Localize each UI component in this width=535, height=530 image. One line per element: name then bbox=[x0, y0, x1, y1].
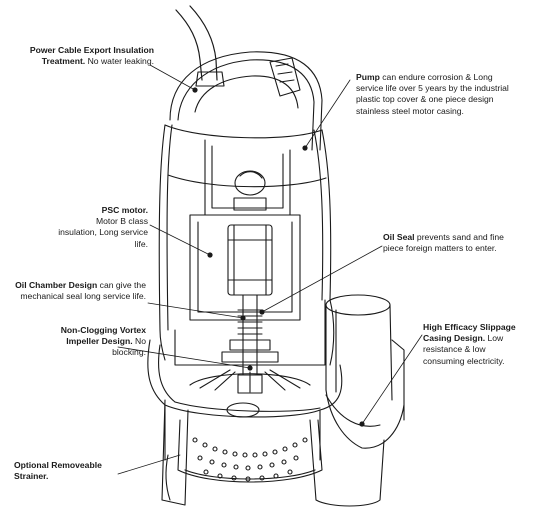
callout-oil-chamber: Oil Chamber Design can give the mechanic… bbox=[10, 280, 146, 302]
callout-power-cable-text: No water leaking. bbox=[85, 56, 154, 67]
callout-impeller: Non-Clogging Vortex Impeller Design. No … bbox=[30, 325, 146, 359]
callout-pump-text: can endure corrosion & Long service life… bbox=[356, 72, 509, 116]
support-legs bbox=[161, 399, 189, 506]
top-cover bbox=[169, 51, 323, 151]
callout-pump-title: Pump bbox=[356, 72, 380, 82]
callout-strainer: Optional Removeable Strainer. bbox=[14, 460, 116, 482]
leader-dots bbox=[192, 87, 365, 427]
shaft-assembly bbox=[227, 170, 273, 376]
callout-impeller-title: Non-Clogging Vortex Impeller Design. bbox=[60, 325, 146, 347]
callout-slippage-title: High Efficacy Slippage Casing Design. bbox=[423, 322, 516, 344]
impeller bbox=[189, 369, 311, 394]
callout-power-cable-title: Power Cable Export Insulation Treatment. bbox=[29, 45, 154, 67]
strainer bbox=[177, 402, 323, 483]
cutaway-frame bbox=[189, 139, 301, 321]
callout-psc-motor: PSC motor.Motor B class insulation, Long… bbox=[58, 205, 148, 250]
oil-chamber bbox=[159, 299, 335, 366]
callout-oil-seal-text: prevents sand and fine piece foreign mat… bbox=[383, 232, 504, 254]
pump-body bbox=[147, 339, 343, 461]
callout-oil-seal-title: Oil Seal bbox=[383, 232, 415, 242]
power-cable bbox=[175, 5, 225, 87]
callout-psc-motor-text: Motor B class insulation, Long service l… bbox=[58, 216, 148, 249]
callout-oil-chamber-text: can give the mechanical seal long servic… bbox=[20, 280, 146, 302]
leader-lines bbox=[117, 64, 423, 475]
discharge-outlet bbox=[309, 294, 405, 507]
motor-casing bbox=[158, 124, 332, 331]
callout-pump: Pump can endure corrosion & Long service… bbox=[356, 72, 516, 117]
callout-slippage-text: Low resistance & low consuming electrici… bbox=[423, 333, 505, 366]
callout-psc-motor-title: PSC motor. bbox=[101, 205, 148, 215]
callout-oil-chamber-title: Oil Chamber Design bbox=[15, 280, 98, 290]
callout-slippage: High Efficacy Slippage Casing Design. Lo… bbox=[423, 322, 529, 367]
callout-strainer-title: Optional Removeable Strainer. bbox=[14, 460, 102, 482]
oil-seal bbox=[221, 309, 279, 363]
callout-oil-seal: Oil Seal prevents sand and fine piece fo… bbox=[383, 232, 513, 254]
callout-power-cable: Power Cable Export Insulation Treatment.… bbox=[8, 45, 154, 67]
callout-impeller-text: No blocking. bbox=[112, 336, 146, 358]
